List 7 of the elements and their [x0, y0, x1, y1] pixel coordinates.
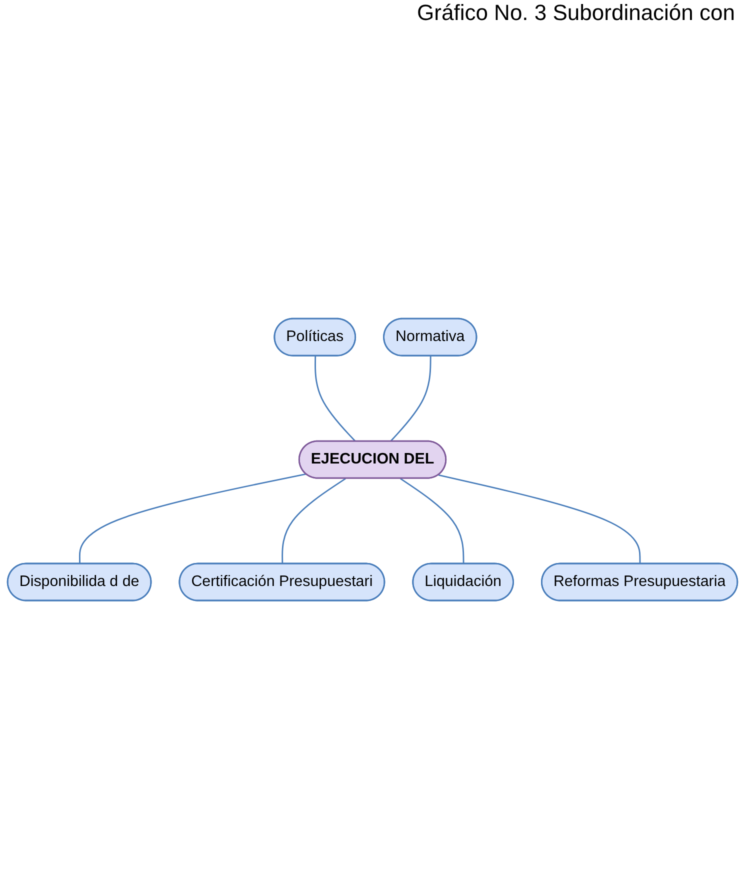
- connector: [282, 478, 346, 564]
- connector: [438, 474, 641, 564]
- connector: [78, 474, 306, 564]
- connector: [400, 478, 464, 564]
- diagram-title: Gráfico No. 3 Subordinación con: [417, 0, 735, 26]
- connector: [314, 356, 356, 442]
- connector: [390, 356, 432, 442]
